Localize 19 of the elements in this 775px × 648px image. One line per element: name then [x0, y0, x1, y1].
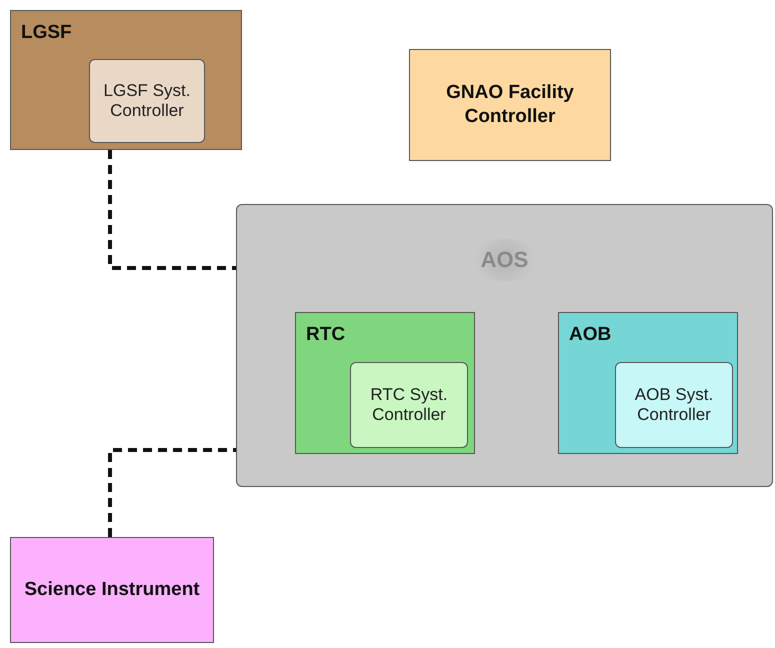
- controller-box: [350, 362, 468, 448]
- system-panel: [236, 204, 773, 487]
- instrument-box: [10, 537, 214, 643]
- box-label: GNAO Facility Controller: [445, 81, 575, 129]
- connector-line: [108, 448, 236, 537]
- box-label: RTC: [305, 323, 346, 347]
- subsystem-box: [10, 10, 242, 150]
- box-label: Science Instrument: [23, 578, 201, 602]
- box-label: AOB: [568, 323, 612, 347]
- box-label: LGSF Syst. Controller: [102, 80, 192, 122]
- controller-box: [615, 362, 733, 448]
- subsystem-box: [558, 312, 738, 454]
- connector-line: [108, 150, 236, 270]
- box-label: AOB Syst. Controller: [634, 384, 714, 426]
- controller-box: [89, 59, 205, 143]
- box-label: RTC Syst. Controller: [369, 384, 449, 426]
- subsystem-box: [295, 312, 475, 454]
- controller-box: [409, 49, 611, 161]
- box-label: LGSF: [20, 21, 72, 45]
